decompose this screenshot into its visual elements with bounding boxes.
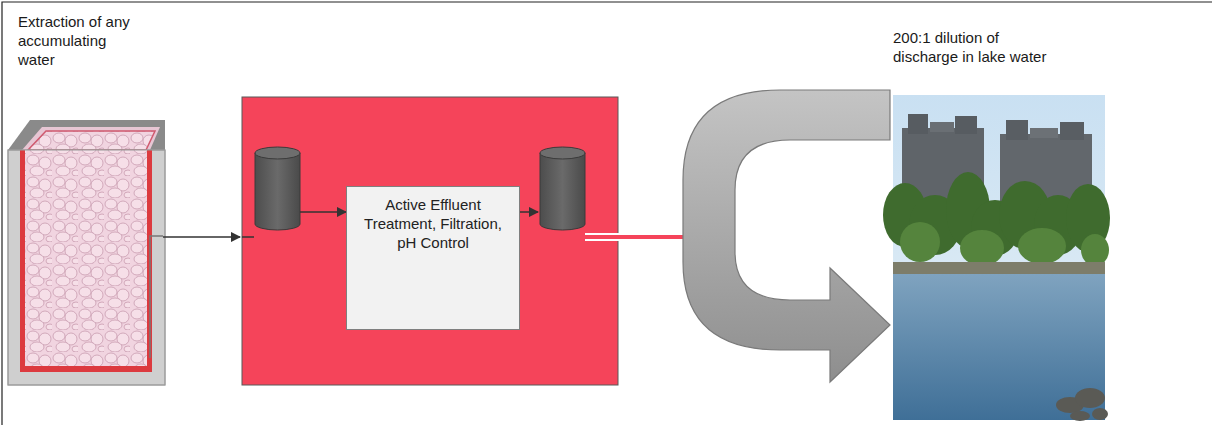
flow-arrow bbox=[163, 236, 240, 238]
flow-arrow bbox=[518, 211, 538, 213]
caption-label: Extraction of any accumulating water bbox=[18, 12, 143, 69]
flow-line bbox=[242, 236, 254, 238]
caption-label: 200:1 dilution of discharge in lake wate… bbox=[893, 28, 1065, 66]
box-text: Active Effluent Treatment, Filtration, p… bbox=[347, 187, 519, 260]
u-turn-arrow bbox=[683, 90, 890, 382]
cell-illustration bbox=[8, 120, 165, 385]
lake-photo bbox=[883, 95, 1110, 421]
tank-symbol bbox=[255, 147, 300, 230]
tank-symbol bbox=[540, 147, 585, 230]
process-box: Active Effluent Treatment, Filtration, p… bbox=[346, 186, 520, 330]
treatment-enclosure bbox=[242, 97, 618, 385]
flow-arrow bbox=[300, 211, 346, 213]
